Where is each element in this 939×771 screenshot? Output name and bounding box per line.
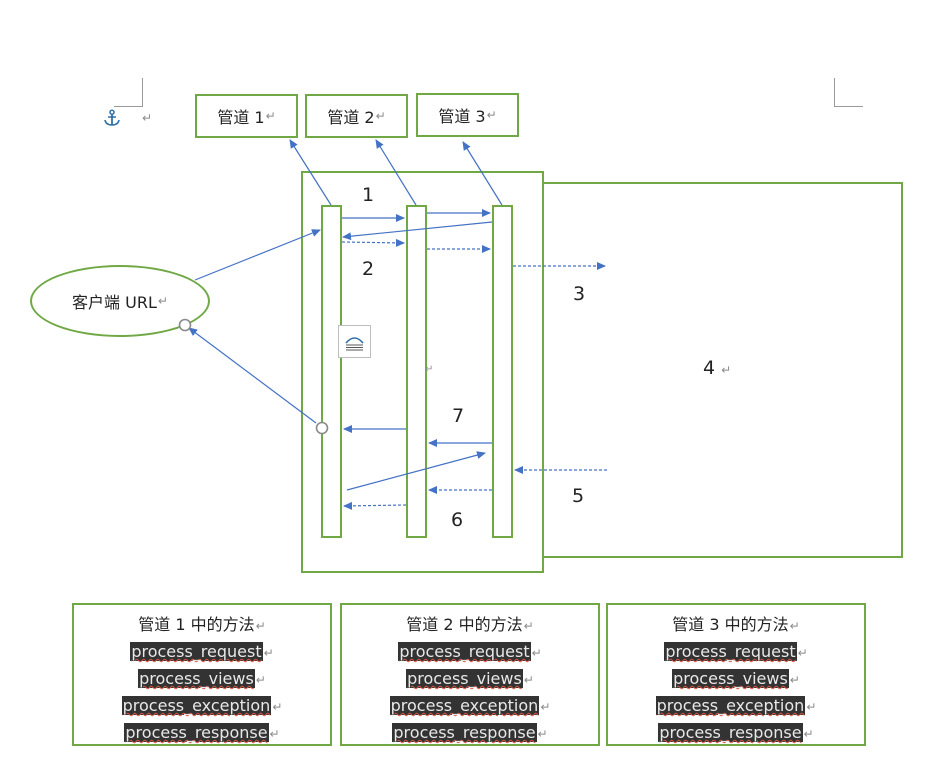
pipe-1-methods[interactable]: 管道 1 中的方法↵ process_request↵ process_view… — [72, 603, 332, 746]
method-process-views: process_views — [406, 669, 523, 688]
pipe-1-box[interactable]: 管道 1↵ — [195, 94, 298, 138]
pipe-2-box[interactable]: 管道 2↵ — [305, 94, 408, 138]
pipe-3-box[interactable]: 管道 3↵ — [416, 93, 519, 137]
crop-mark-top-left — [114, 78, 143, 107]
method-process-response: process_response — [392, 723, 537, 742]
pipe-2-label: 管道 2 — [327, 108, 375, 127]
crop-mark-top-right — [834, 78, 863, 107]
step-3: 3 — [573, 283, 586, 305]
client-url-node[interactable]: 客户端 URL↵ — [30, 265, 210, 337]
step-7: 7 — [452, 405, 465, 427]
method-process-response: process_response — [124, 723, 269, 742]
pipe-3-methods[interactable]: 管道 3 中的方法↵ process_request↵ process_view… — [606, 603, 866, 746]
pipe-3-bar[interactable] — [492, 205, 513, 538]
step-4-label: 4 — [703, 357, 716, 379]
step-5: 5 — [572, 485, 585, 507]
pipe-3-label: 管道 3 — [438, 107, 486, 126]
step-4: 4↵ — [703, 357, 731, 379]
paragraph-mark: ↵ — [269, 727, 280, 741]
paragraph-mark: ↵ — [721, 363, 732, 377]
pipe-1-label: 管道 1 — [217, 108, 265, 127]
view-container[interactable] — [542, 182, 903, 558]
methods-title: 管道 2 中的方法 — [406, 615, 523, 634]
client-url-label: 客户端 URL — [72, 293, 157, 312]
paragraph-mark: ↵ — [375, 109, 386, 123]
anchor-icon[interactable] — [103, 109, 121, 127]
methods-title: 管道 3 中的方法 — [672, 615, 789, 634]
pipe-2-bar[interactable] — [406, 205, 427, 538]
paragraph-mark: ↵ — [803, 727, 814, 741]
method-process-exception: process_exception — [121, 696, 272, 715]
text-wrap-icon[interactable] — [338, 325, 371, 358]
paragraph-mark: ↵ — [531, 646, 542, 660]
paragraph-mark: ↵ — [789, 673, 800, 687]
step-2: 2 — [362, 258, 375, 280]
method-process-exception: process_exception — [389, 696, 540, 715]
paragraph-mark: ↵ — [263, 646, 274, 660]
paragraph-mark: ↵ — [255, 673, 266, 687]
paragraph-mark: ↵ — [540, 700, 551, 714]
method-process-exception: process_exception — [655, 696, 806, 715]
paragraph-mark: ↵ — [255, 619, 266, 633]
pipe-1-bar[interactable] — [321, 205, 342, 538]
paragraph-mark: ↵ — [523, 673, 534, 687]
step-6: 6 — [451, 509, 464, 531]
method-process-request: process_request — [398, 642, 531, 661]
step-1: 1 — [362, 184, 375, 206]
method-process-request: process_request — [130, 642, 263, 661]
method-process-views: process_views — [138, 669, 255, 688]
paragraph-mark: ↵ — [142, 111, 153, 125]
paragraph-mark: ↵ — [523, 619, 534, 633]
paragraph-mark: ↵ — [537, 727, 548, 741]
paragraph-mark: ↵ — [272, 700, 283, 714]
method-process-request: process_request — [664, 642, 797, 661]
svg-text:↵: ↵ — [425, 364, 433, 375]
methods-title: 管道 1 中的方法 — [138, 615, 255, 634]
paragraph-mark: ↵ — [806, 700, 817, 714]
method-process-views: process_views — [672, 669, 789, 688]
middleware-container[interactable] — [301, 171, 544, 573]
pipe-2-methods[interactable]: 管道 2 中的方法↵ process_request↵ process_view… — [340, 603, 600, 746]
paragraph-mark: ↵ — [486, 108, 497, 122]
paragraph-mark: ↵ — [157, 294, 168, 308]
paragraph-mark: ↵ — [797, 646, 808, 660]
paragraph-mark: ↵ — [265, 109, 276, 123]
paragraph-mark: ↵ — [789, 619, 800, 633]
method-process-response: process_response — [658, 723, 803, 742]
